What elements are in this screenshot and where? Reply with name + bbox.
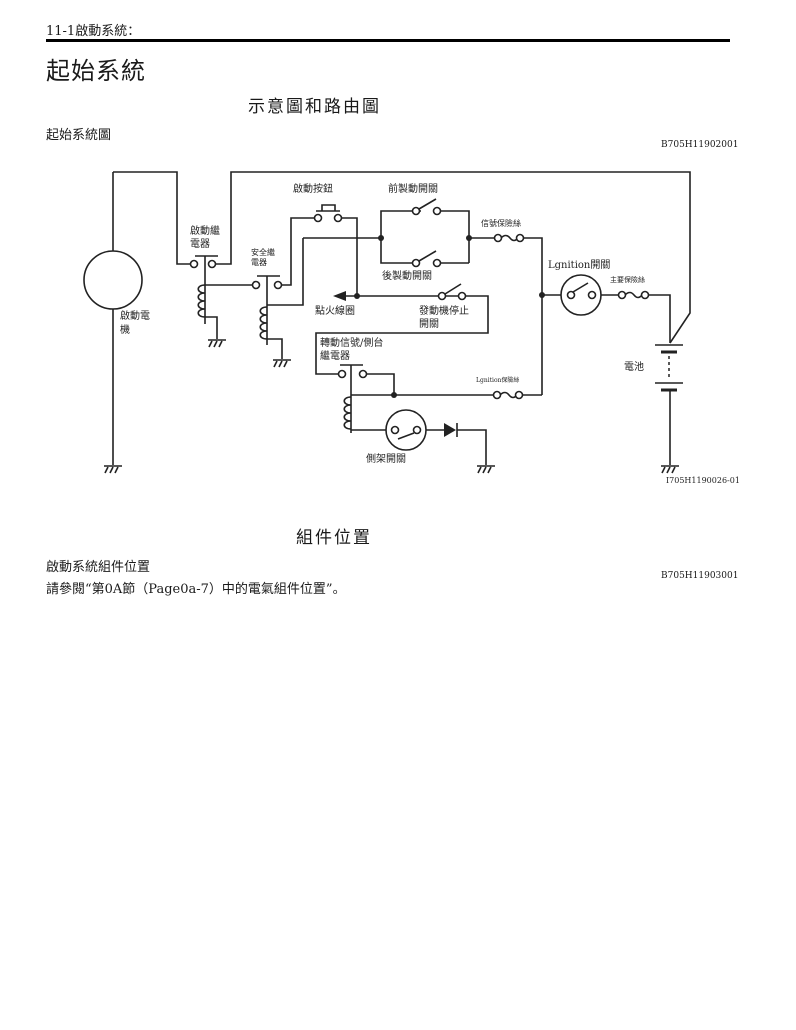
starter-relay-label: 啟動繼 <box>190 224 220 237</box>
schematic-section-title: 示意圖和路由圖 <box>248 97 381 117</box>
turn-sidestand-relay-label-2: 繼電器 <box>320 349 350 362</box>
components-section-title: 組件位置 <box>296 528 372 548</box>
starter-button <box>313 204 358 296</box>
ground-icon-sidestand <box>477 465 495 474</box>
page-title: 起始系統 <box>46 57 146 85</box>
diode-icon <box>444 423 487 465</box>
components-reference-link[interactable]: 請參閱“第0A節（Page0a-7）中的電氣組件位置”。 <box>46 582 346 597</box>
front-brake-switch-label: 前製動開關 <box>388 182 438 195</box>
components-code: B705H11903001 <box>661 571 739 581</box>
engine-stop-switch-label-2: 開關 <box>419 318 439 330</box>
running-header: 11-1啟動系統： <box>46 24 141 39</box>
ignition-switch-label: Lgnition開關 <box>548 259 610 271</box>
safety-relay-label-2: 電器 <box>251 258 267 267</box>
schematic-subheading: 起始系統圖 <box>46 128 112 143</box>
turn-signal-sidestand-relay <box>337 364 494 433</box>
engine-stop-switch <box>315 283 489 375</box>
ground-icon-motor <box>104 465 122 474</box>
starter-relay-label-2: 電器 <box>190 238 210 250</box>
turn-sidestand-relay-label: 轉動信號/側台 <box>320 336 383 349</box>
signal-fuse-label: 信號保險絲 <box>481 218 521 228</box>
ground-icon-battery <box>661 465 679 474</box>
starter-relay <box>189 255 253 339</box>
ground-icon-safety-relay <box>273 359 291 368</box>
safety-relay-label: 安全繼 <box>251 247 275 257</box>
header-rule <box>46 39 730 42</box>
main-fuse <box>601 290 671 343</box>
battery <box>655 344 683 465</box>
ignition-switch <box>542 274 602 316</box>
starter-motor-label-2: 機 <box>120 323 130 336</box>
ignition-fuse <box>492 390 542 400</box>
sidestand-switch <box>385 409 444 451</box>
starter-button-label: 啟動按鈕 <box>293 182 333 195</box>
ignition-coil-arrow-icon <box>333 291 346 301</box>
starting-system-wiring-diagram: 啟動電 機 啟動繼 電器 安全繼 電器 啟動按鈕 前製動開關 後製動開關 信號保… <box>83 171 740 485</box>
ignition-fuse-label: Lgnition保險絲 <box>476 376 519 384</box>
starter-motor-label: 啟動電 <box>120 309 150 322</box>
ignition-coil-label: 點火線圈 <box>315 304 355 317</box>
starter-motor <box>83 172 143 465</box>
schematic-code: B705H11902001 <box>661 140 739 150</box>
figure-code: I705H1190026-01 <box>666 476 740 485</box>
components-subheading: 啟動系統組件位置 <box>46 560 151 575</box>
ground-icon-starter-relay <box>208 339 226 348</box>
starter-motor-symbol <box>83 250 143 310</box>
rear-brake-switch <box>411 250 469 268</box>
sidestand-switch-label: 側架開關 <box>366 452 406 465</box>
rear-brake-switch-label: 後製動開關 <box>382 269 432 282</box>
front-brake-switch <box>411 198 470 263</box>
engine-stop-switch-label: 發動機停止 <box>419 304 469 317</box>
main-fuse-label: 主要保險絲 <box>610 275 645 284</box>
battery-label: 電池 <box>624 360 644 373</box>
signal-fuse <box>469 233 543 395</box>
